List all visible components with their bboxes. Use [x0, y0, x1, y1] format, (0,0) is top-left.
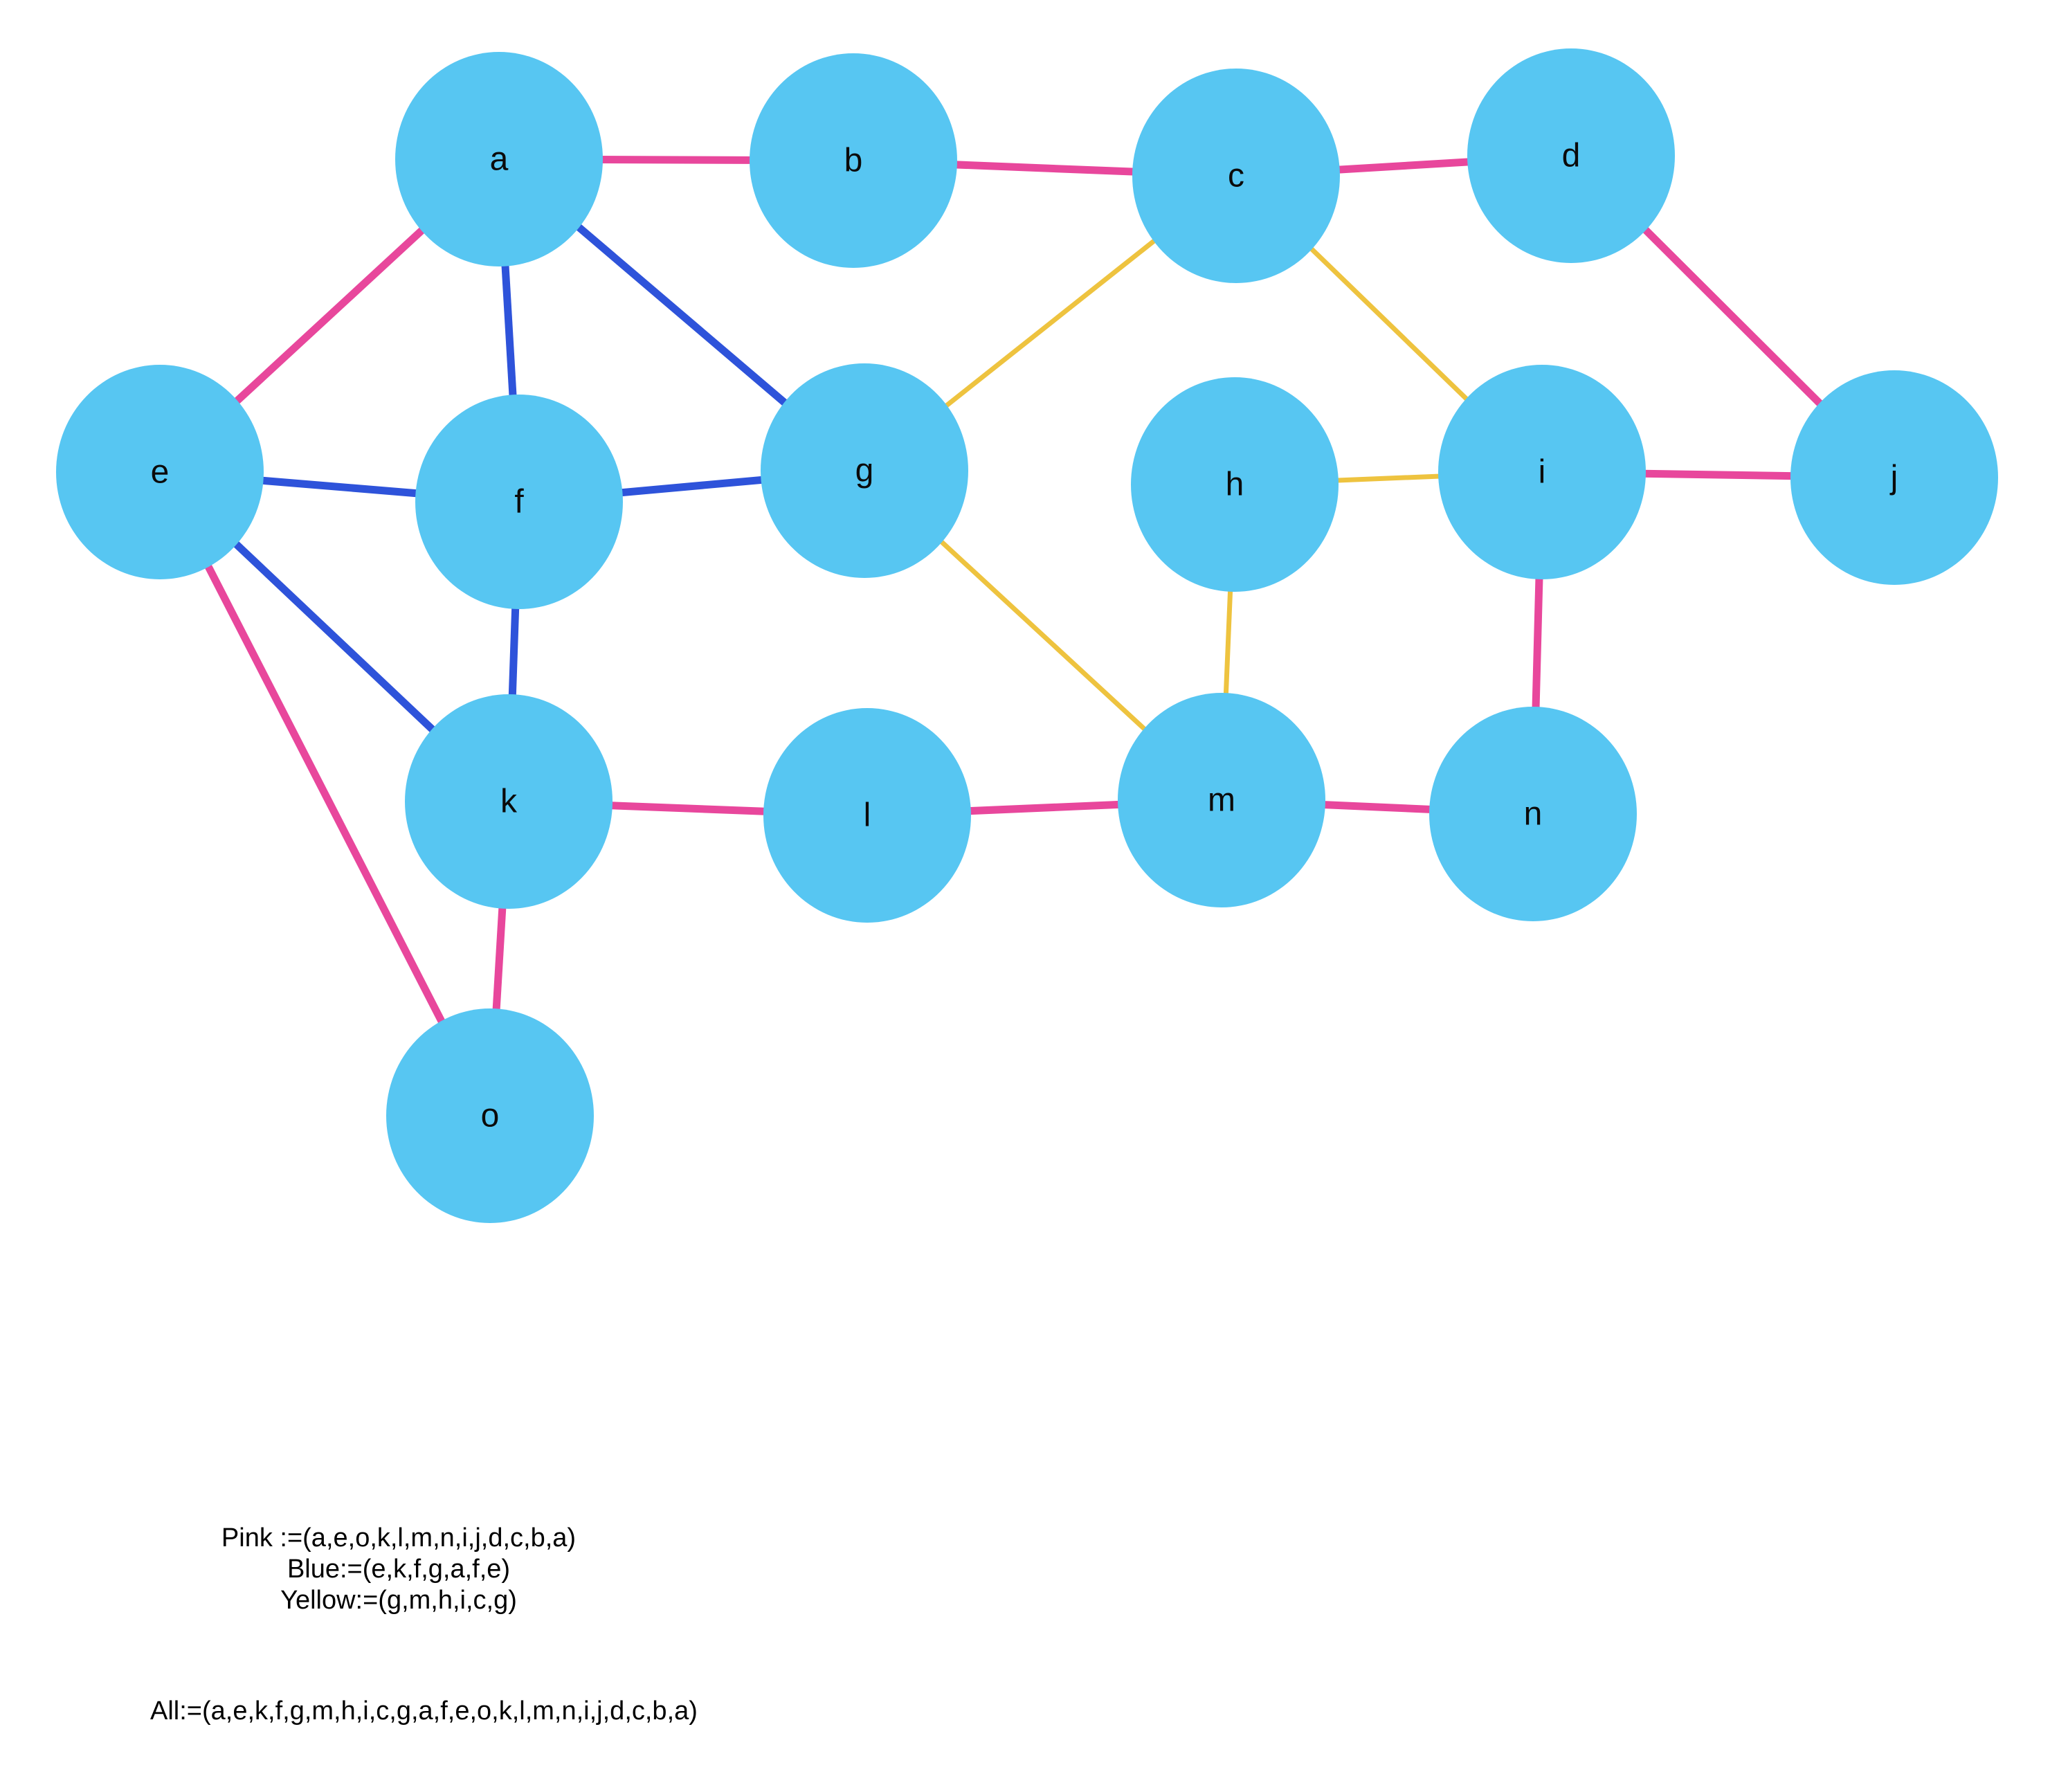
node-i[interactable] — [1438, 365, 1646, 579]
node-d[interactable] — [1467, 48, 1675, 263]
node-m[interactable] — [1118, 693, 1325, 907]
node-k[interactable] — [405, 694, 613, 909]
node-j[interactable] — [1790, 370, 1998, 585]
edge-e-o-pink — [156, 470, 493, 1118]
path-legend: Pink :=(a,e,o,k,l,m,n,i,j,d,c,b,a) Blue:… — [221, 1523, 576, 1616]
node-a[interactable] — [395, 52, 603, 266]
legend-line-pink: Pink :=(a,e,o,k,l,m,n,i,j,d,c,b,a) — [221, 1523, 577, 1553]
node-o[interactable] — [386, 1008, 594, 1223]
node-label-n: n — [1524, 796, 1543, 833]
node-label-o: o — [481, 1098, 500, 1134]
node-c[interactable] — [1132, 69, 1340, 283]
node-e[interactable] — [56, 365, 264, 579]
node-label-c: c — [1228, 158, 1244, 194]
node-n[interactable] — [1429, 707, 1637, 921]
node-f[interactable] — [415, 395, 623, 609]
node-h[interactable] — [1131, 377, 1339, 592]
node-l[interactable] — [763, 708, 971, 923]
node-label-f: f — [514, 484, 524, 521]
node-label-b: b — [844, 143, 863, 179]
node-label-a: a — [490, 141, 509, 178]
node-label-l: l — [864, 797, 871, 834]
legend-line-yellow: Yellow:=(g,m,h,i,c,g) — [280, 1586, 517, 1615]
node-label-g: g — [855, 453, 874, 489]
node-label-i: i — [1539, 454, 1546, 491]
all-path-text: All:=(a,e,k,f,g,m,h,i,c,g,a,f,e,o,k,l,m,… — [150, 1696, 698, 1726]
node-g[interactable] — [761, 363, 968, 578]
legend-line-blue: Blue:=(e,k,f,g,a,f,e) — [287, 1555, 511, 1584]
node-label-k: k — [500, 784, 518, 820]
node-label-d: d — [1562, 138, 1581, 174]
node-b[interactable] — [750, 53, 957, 268]
node-label-h: h — [1226, 467, 1244, 503]
node-label-e: e — [151, 454, 170, 491]
node-label-m: m — [1208, 782, 1235, 819]
node-label-j: j — [1889, 460, 1898, 496]
